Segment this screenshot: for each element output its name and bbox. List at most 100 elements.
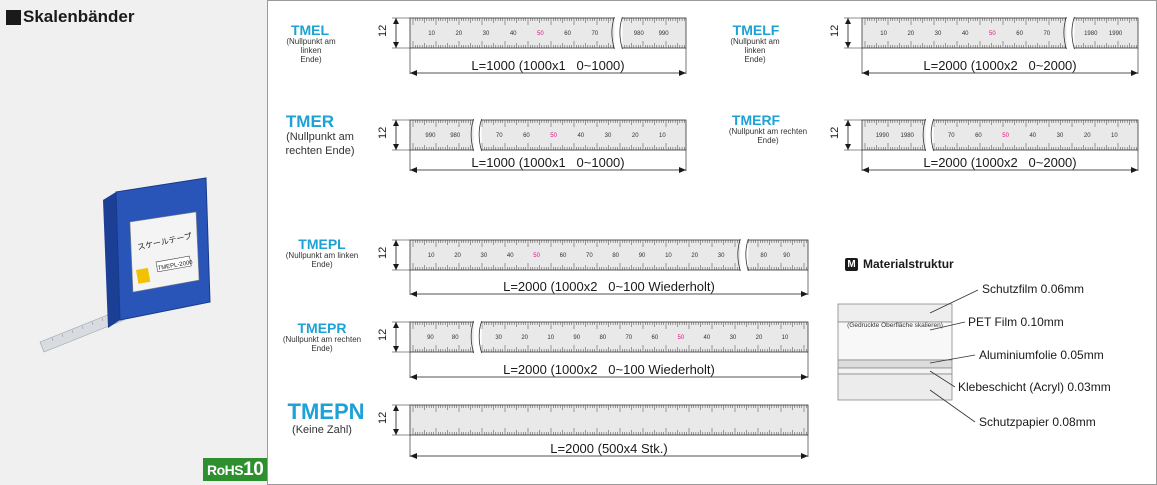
tape-break-left	[470, 320, 475, 354]
product-note-line: rechten Ende)	[285, 145, 355, 157]
printed-surface-note: (Gedruckte Oberfläche skalieren)	[847, 322, 943, 329]
scale-number: 40	[577, 133, 584, 139]
length-arrow-left	[410, 453, 417, 459]
rohs-number: 10	[243, 459, 264, 480]
length-arrow-right	[801, 291, 808, 297]
height-arrow-top	[393, 18, 399, 24]
left-panel: Skalenbänder スケールテープ TMEPL-2000 RoHS10	[0, 0, 268, 485]
height-arrow-bottom	[393, 144, 399, 150]
layer-label-3: Aluminiumfolie 0.05mm	[979, 348, 1104, 362]
length-dimension: L=2000 (500x4 Stk.)	[550, 441, 667, 456]
tape-ticks	[412, 240, 807, 270]
length-arrow-right	[679, 70, 686, 76]
scale-number: 60	[975, 133, 982, 139]
height-label: 12	[377, 412, 389, 424]
material-structure-title: M Materialstruktur	[845, 257, 954, 271]
product-note-line: (Nullpunkt am linken	[730, 37, 780, 55]
height-arrow-top	[845, 18, 851, 24]
scale-number: 30	[935, 31, 942, 37]
scale-number: 20	[756, 335, 763, 341]
material-title-text: Materialstruktur	[863, 257, 954, 271]
tape-ticks	[412, 405, 807, 435]
height-arrow-top	[845, 120, 851, 126]
scale-number: 70	[625, 335, 632, 341]
product-name: TMEPL	[298, 236, 346, 252]
layer-label-4: Klebeschicht (Acryl) 0.03mm	[958, 380, 1111, 394]
tape-break-left	[737, 238, 741, 272]
scale-number: 50	[533, 253, 540, 259]
product-photo: スケールテープ TMEPL-2000	[39, 177, 211, 353]
scale-number: 90	[783, 253, 790, 259]
rohs-prefix: RoHS	[207, 462, 244, 478]
product-note: (Keine Zahl)	[276, 423, 368, 437]
product-note-line: (Nullpunkt am linken	[285, 251, 359, 260]
product-name: TMEPN	[287, 399, 365, 424]
tape-break-gap	[473, 321, 482, 353]
tape-body	[861, 17, 1139, 49]
scale-number: 70	[948, 133, 955, 139]
scale-number: 10	[665, 253, 672, 259]
section-title: Skalenbänder	[6, 7, 135, 27]
height-arrow-bottom	[845, 42, 851, 48]
scale-number: 80	[452, 335, 459, 341]
tape-break-left	[470, 118, 475, 152]
tape-body	[409, 404, 809, 436]
length-arrow-right	[679, 167, 686, 173]
scale-number: 90	[427, 335, 434, 341]
scale-number: 40	[510, 31, 517, 37]
height-label: 12	[829, 127, 841, 139]
scale-number: 30	[495, 335, 502, 341]
scale-number: 10	[1111, 133, 1118, 139]
scale-number: 20	[521, 335, 528, 341]
scale-number: 1990	[876, 133, 890, 139]
scale-number: 70	[591, 31, 598, 37]
product-note-line: Ende)	[300, 55, 322, 64]
product-name: TMEL	[290, 22, 330, 38]
scale-number: 980	[634, 31, 645, 37]
tape-break-left	[1063, 16, 1067, 50]
scale-number: 80	[599, 335, 606, 341]
length-arrow-right	[1131, 70, 1138, 76]
tape-break-gap	[740, 239, 749, 271]
tape-break-right	[478, 118, 483, 152]
height-arrow-bottom	[393, 264, 399, 270]
scale-number: 50	[550, 133, 557, 139]
scale-number: 10	[880, 31, 887, 37]
height-arrow-bottom	[393, 429, 399, 435]
tape-ticks	[412, 120, 685, 150]
tape-break-gap	[614, 17, 623, 49]
box-side	[103, 192, 120, 328]
scale-number: 1980	[901, 133, 915, 139]
tape-break-right	[1071, 16, 1075, 50]
tape-break-gap	[1066, 17, 1075, 49]
length-arrow-left	[410, 70, 417, 76]
scale-number: 40	[1029, 133, 1036, 139]
height-label: 12	[377, 25, 389, 37]
length-arrow-right	[801, 453, 808, 459]
product-note-line: (Keine Zahl)	[292, 424, 352, 436]
length-dimension: L=1000 (1000x1 0~1000)	[471, 58, 624, 73]
length-arrow-right	[1131, 167, 1138, 173]
scale-number: 30	[481, 253, 488, 259]
tape-body	[409, 119, 687, 151]
tape-break-right	[930, 118, 935, 152]
scale-number: 30	[483, 31, 490, 37]
section-title-text: Skalenbänder	[23, 7, 135, 26]
tape-break-left	[611, 16, 615, 50]
tape-body	[409, 321, 809, 353]
box-model-frame	[155, 255, 192, 273]
length-arrow-left	[410, 167, 417, 173]
product-name: TMER	[285, 112, 335, 131]
box-logo	[136, 267, 151, 284]
material-m-icon: M	[845, 257, 858, 271]
layer-label-5: Schutzpapier 0.08mm	[979, 415, 1096, 429]
tape-break-gap	[925, 119, 934, 151]
product-note-line: (Nullpunkt am	[286, 131, 354, 143]
scale-number: 20	[455, 31, 462, 37]
